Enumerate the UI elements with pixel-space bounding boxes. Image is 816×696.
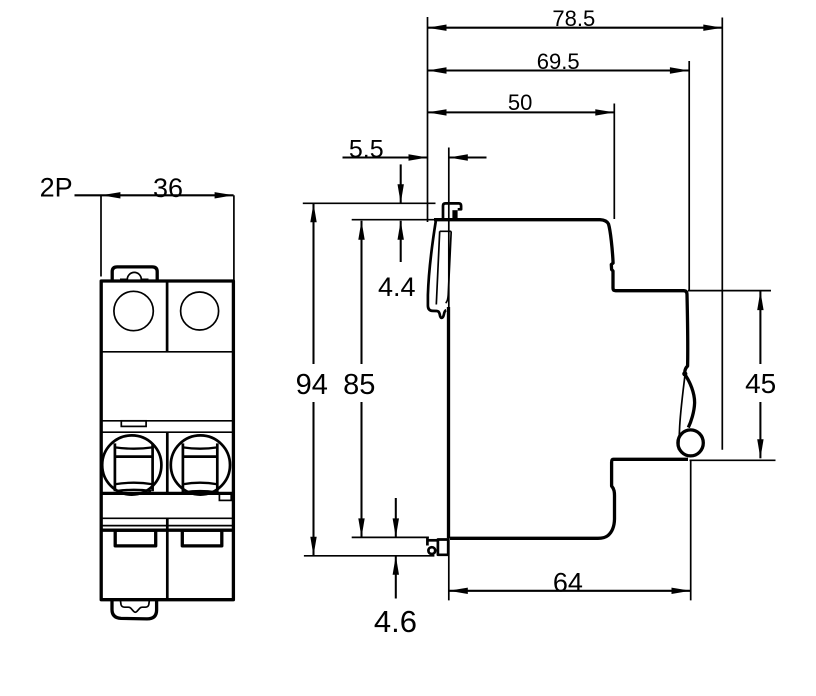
svg-text:64: 64 [553,568,583,598]
svg-text:69.5: 69.5 [537,49,580,74]
svg-text:4.6: 4.6 [374,604,417,639]
svg-text:5.5: 5.5 [349,136,384,164]
svg-text:4.4: 4.4 [378,272,416,302]
svg-text:78.5: 78.5 [552,6,595,31]
svg-text:45: 45 [745,368,776,399]
svg-text:2P: 2P [40,173,73,203]
svg-text:85: 85 [343,369,375,401]
svg-text:50: 50 [508,90,532,115]
svg-text:36: 36 [153,173,183,203]
svg-text:94: 94 [296,369,328,401]
